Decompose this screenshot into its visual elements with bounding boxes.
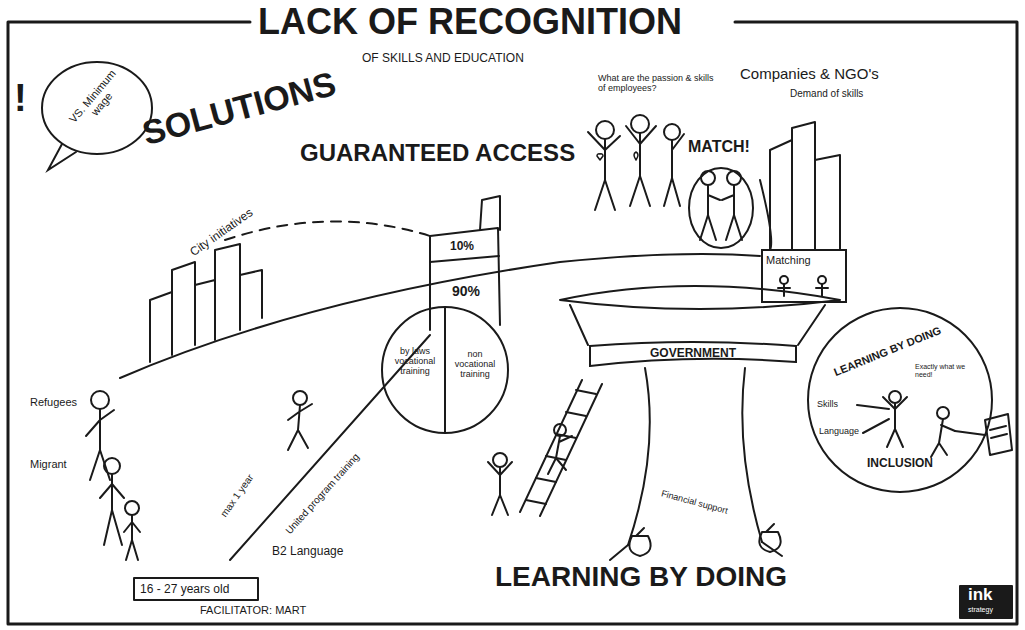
label: 10% [450,240,474,253]
label: strategy [968,606,993,614]
label: Companies & NGO's [740,66,879,83]
node-text: Matching [766,254,811,266]
label: 16 - 27 years old [140,583,229,596]
label: LEARNING BY DOING [495,562,787,593]
matching-box: Matching [762,250,846,302]
node-outline [380,305,510,435]
label: ! [14,78,27,120]
pie-circle: by laws vocational trainingnon vocationa… [380,305,510,435]
node-text: Exactly what we need! [915,363,975,378]
label: FACILITATOR: MART [200,604,306,616]
label: 90% [452,284,480,299]
label: United program training [282,450,363,538]
node-text: Language [819,427,859,437]
speech-bubble: VS. Minimum wage [40,58,155,158]
label: Refugees [30,396,77,408]
node-text: non vocational training [448,350,502,380]
title: LACK OF RECOGNITION [258,2,682,42]
label: B2 Language [272,545,343,558]
government-band: GOVERNMENT [588,340,798,368]
node-text: GOVERNMENT [588,347,798,360]
node-text: VS. Minimum wage [64,64,130,136]
label: MATCH! [688,138,750,156]
label: Migrant [30,458,67,470]
node-text: LEARNING BY DOING [832,324,943,378]
label: Financial support [660,489,729,516]
node-text: by laws vocational training [388,347,442,377]
label: max 1 year [217,470,257,520]
label: City initiatives [188,206,256,259]
label: GUARANTEED ACCESS [300,140,575,166]
label: Demand of skills [790,88,863,99]
label: What are the passion & skills of employe… [598,74,723,94]
label: ink [968,586,993,605]
label: OF SKILLS AND EDUCATION [362,52,524,65]
node-text: Skills [817,400,838,410]
inclusion-circle: LEARNING BY DOINGExactly what we need! Sk… [805,305,995,495]
node-text: INCLUSION [867,457,933,470]
